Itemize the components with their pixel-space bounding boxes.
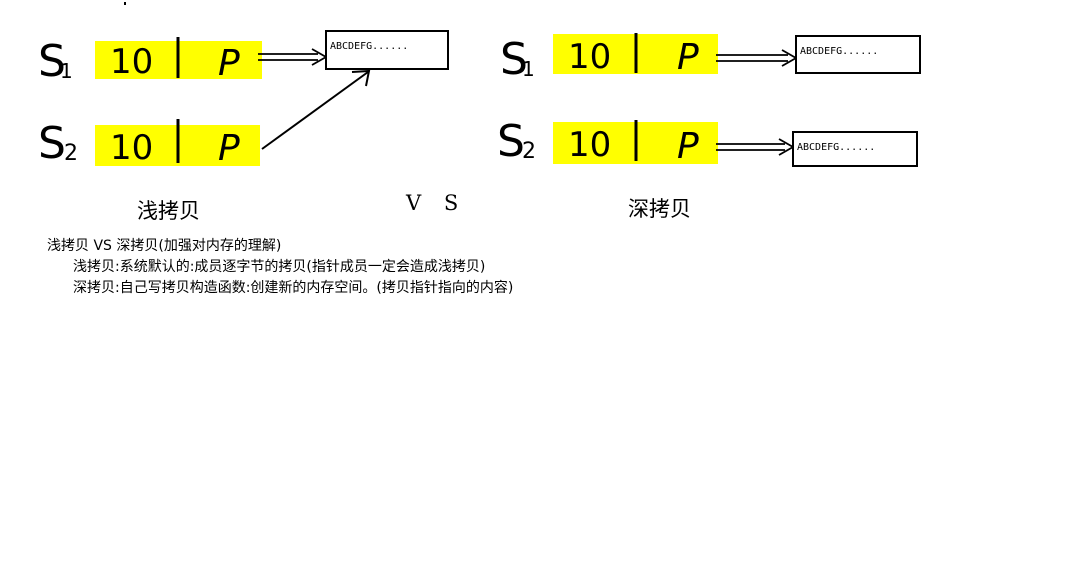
left-s2-int-value: 10 xyxy=(110,128,153,168)
right-s1-object: 10 P xyxy=(553,33,718,78)
svg-text:1: 1 xyxy=(60,59,73,83)
svg-text:S: S xyxy=(500,34,528,85)
vs-label: V S xyxy=(406,191,467,215)
svg-text:S: S xyxy=(38,36,66,87)
left-heap-box: ABCDEFG...... xyxy=(325,30,449,70)
right-s2-int-value: 10 xyxy=(568,125,611,165)
notes-shallow-line: 浅拷贝:系统默认的:成员逐字节的拷贝(指针成员一定会造成浅拷贝) xyxy=(73,259,486,275)
notes-block: 浅拷贝 VS 深拷贝(加强对内存的理解) 浅拷贝:系统默认的:成员逐字节的拷贝(… xyxy=(47,236,513,299)
notes-deep-line: 深拷贝:自己写拷贝构造函数:创建新的内存空间。(拷贝指针指向的内容) xyxy=(73,280,514,296)
svg-text:1: 1 xyxy=(522,57,535,81)
left-s1-pointer: P xyxy=(218,43,240,84)
right-s1-int-value: 10 xyxy=(568,37,611,77)
right-heap-box-2: ABCDEFG...... xyxy=(792,131,918,167)
svg-text:2: 2 xyxy=(522,139,536,164)
left-s2-pointer: P xyxy=(218,128,240,169)
shallow-copy-caption: 浅拷贝 xyxy=(137,199,200,223)
left-s2-label: S 2 xyxy=(38,118,78,169)
right-heap-text-2: ABCDEFG...... xyxy=(797,142,875,153)
right-s1-pointer-arrow xyxy=(716,49,798,67)
right-s2-pointer: P xyxy=(677,126,699,167)
right-heap-text-1: ABCDEFG...... xyxy=(800,46,878,57)
deep-copy-caption: 深拷贝 xyxy=(628,197,691,221)
left-s2-object: 10 P xyxy=(95,119,260,169)
right-s1-pointer: P xyxy=(677,37,699,78)
left-s1-label: S 1 xyxy=(38,36,73,87)
right-heap-box-1: ABCDEFG...... xyxy=(795,35,921,74)
right-s2-label: S 2 xyxy=(497,116,536,167)
left-heap-text: ABCDEFG...... xyxy=(330,41,408,52)
left-s1-object: 10 P xyxy=(95,37,262,84)
stray-dot xyxy=(124,2,126,5)
notes-heading: 浅拷贝 VS 深拷贝(加强对内存的理解) xyxy=(47,238,282,254)
svg-text:2: 2 xyxy=(64,141,78,166)
right-s2-object: 10 P xyxy=(553,120,718,167)
left-s2-pointer-arrow xyxy=(261,69,371,150)
svg-text:S: S xyxy=(497,116,525,167)
svg-text:S: S xyxy=(38,118,66,169)
right-s1-label: S 1 xyxy=(500,34,535,85)
right-s2-pointer-arrow xyxy=(716,138,795,156)
left-s1-int-value: 10 xyxy=(110,42,153,82)
left-s1-pointer-arrow xyxy=(258,48,328,66)
